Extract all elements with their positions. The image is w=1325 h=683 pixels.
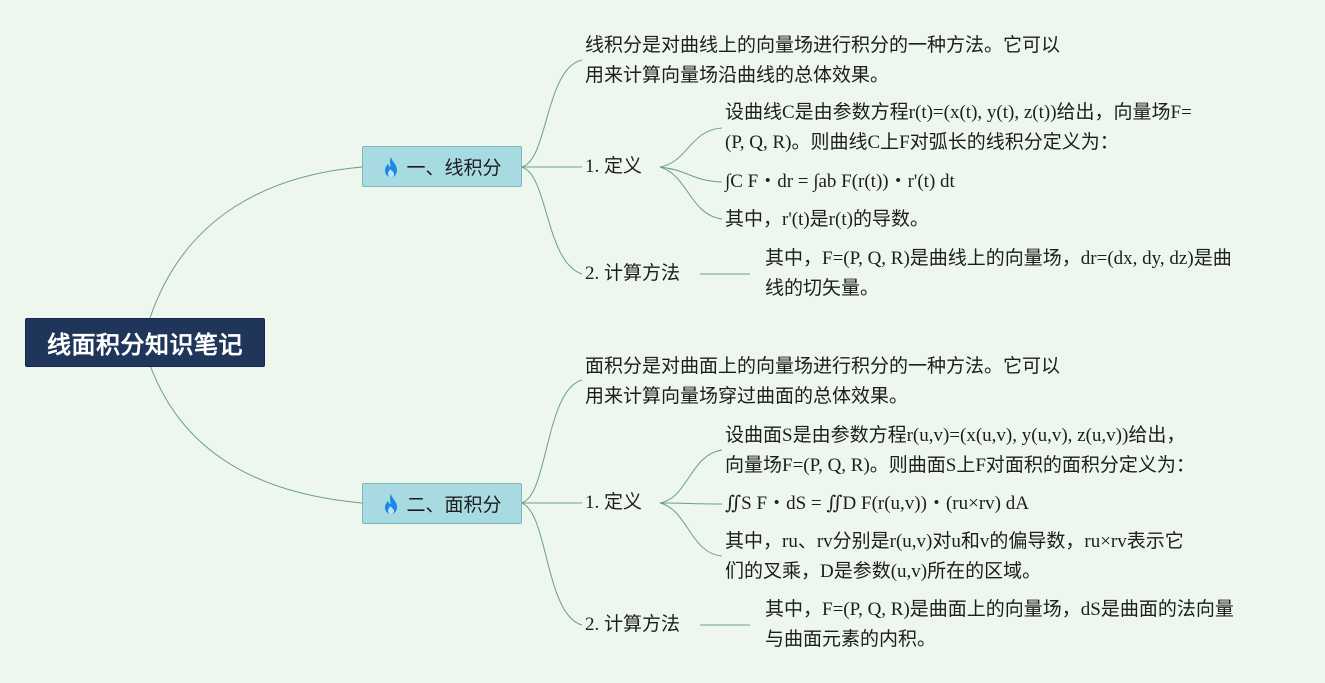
flame-icon <box>385 493 398 514</box>
topic-line-integral[interactable]: 一、线积分 <box>362 146 522 187</box>
link-s1-def-item3 <box>659 166 723 220</box>
s2-def-item1[interactable]: 设曲面S是由参数方程r(u,v)=(x(u,v), y(u,v), z(u,v)… <box>725 421 1195 481</box>
s2-definition-label[interactable]: 1. 定义 <box>585 492 643 513</box>
link-s2-def-item2 <box>659 502 723 505</box>
s2-def-item1-line: 设曲面S是由参数方程r(u,v)=(x(u,v), y(u,v), z(u,v)… <box>725 425 1186 446</box>
s2-def-formula-line: ∬S F・dS = ∬D F(r(u,v))・(ru×rv) dA <box>725 493 1029 514</box>
link-s2-method <box>520 502 583 626</box>
s2-intro-text[interactable]: 面积分是对曲面上的向量场进行积分的一种方法。它可以 用来计算向量场穿过曲面的总体… <box>585 352 1060 412</box>
link-s2-def-item3 <box>659 502 723 557</box>
s1-intro-text[interactable]: 线积分是对曲线上的向量场进行积分的一种方法。它可以 用来计算向量场沿曲线的总体效… <box>585 31 1060 91</box>
s1-method-label[interactable]: 2. 计算方法 <box>585 263 681 284</box>
s1-method-line: 线的切矢量。 <box>765 278 880 299</box>
s2-def-item1-line: 向量场F=(P, Q, R)。则曲面S上F对面积的面积分定义为： <box>725 455 1195 476</box>
flame-icon <box>385 156 398 177</box>
link-s2-def-item1 <box>659 449 723 504</box>
s2-def-item3[interactable]: 其中，ru、rv分别是r(u,v)对u和v的偏导数，ru×rv表示它 们的叉乘，… <box>725 527 1184 587</box>
link-s1-def-item1 <box>659 127 723 168</box>
link-root-section1 <box>149 166 363 319</box>
s2-method-label[interactable]: 2. 计算方法 <box>585 614 681 635</box>
s2-def-item2-formula[interactable]: ∬S F・dS = ∬D F(r(u,v))・(ru×rv) dA <box>725 489 1029 519</box>
link-root-section2 <box>149 364 363 504</box>
s2-def-item3-line: 其中，ru、rv分别是r(u,v)对u和v的偏导数，ru×rv表示它 <box>725 531 1184 552</box>
s1-method-text[interactable]: 其中，F=(P, Q, R)是曲线上的向量场，dr=(dx, dy, dz)是曲… <box>765 244 1232 304</box>
s1-def-item1[interactable]: 设曲线C是由参数方程r(t)=(x(t), y(t), z(t))给出，向量场F… <box>725 98 1192 158</box>
topic-line-integral-label: 一、线积分 <box>406 158 502 179</box>
link-s1-method <box>520 166 583 275</box>
s2-method-line: 与曲面元素的内积。 <box>765 629 937 650</box>
s1-definition-label[interactable]: 1. 定义 <box>585 156 643 177</box>
s1-def-item3-line: 其中，r'(t)是r(t)的导数。 <box>725 209 929 230</box>
s2-method-text[interactable]: 其中，F=(P, Q, R)是曲面上的向量场，dS是曲面的法向量 与曲面元素的内… <box>765 595 1234 655</box>
link-s1-intro <box>520 59 583 168</box>
s1-def-item3[interactable]: 其中，r'(t)是r(t)的导数。 <box>725 205 929 235</box>
s2-intro-line: 面积分是对曲面上的向量场进行积分的一种方法。它可以 <box>585 356 1061 377</box>
s2-intro-line: 用来计算向量场穿过曲面的总体效果。 <box>585 386 909 407</box>
s2-def-item3-line: 们的叉乘，D是参数(u,v)所在的区域。 <box>725 561 1042 582</box>
s2-method-line: 其中，F=(P, Q, R)是曲面上的向量场，dS是曲面的法向量 <box>765 599 1234 620</box>
link-s2-intro <box>520 379 583 504</box>
link-s1-def-item2 <box>659 166 723 183</box>
root-topic[interactable]: 线面积分知识笔记 <box>25 318 265 367</box>
s1-def-item1-line: 设曲线C是由参数方程r(t)=(x(t), y(t), z(t))给出，向量场F… <box>725 102 1192 123</box>
s1-def-item1-line: (P, Q, R)。则曲线C上F对弧长的线积分定义为： <box>725 132 1119 153</box>
s1-intro-line: 线积分是对曲线上的向量场进行积分的一种方法。它可以 <box>585 35 1061 56</box>
topic-surface-integral[interactable]: 二、面积分 <box>362 483 522 524</box>
s1-intro-line: 用来计算向量场沿曲线的总体效果。 <box>585 65 890 86</box>
topic-surface-integral-label: 二、面积分 <box>406 495 502 516</box>
s1-def-formula-line: ∫C F・dr = ∫ab F(r(t))・r'(t) dt <box>725 171 955 192</box>
s1-method-line: 其中，F=(P, Q, R)是曲线上的向量场，dr=(dx, dy, dz)是曲 <box>765 248 1232 269</box>
s1-def-item2-formula[interactable]: ∫C F・dr = ∫ab F(r(t))・r'(t) dt <box>725 167 955 197</box>
